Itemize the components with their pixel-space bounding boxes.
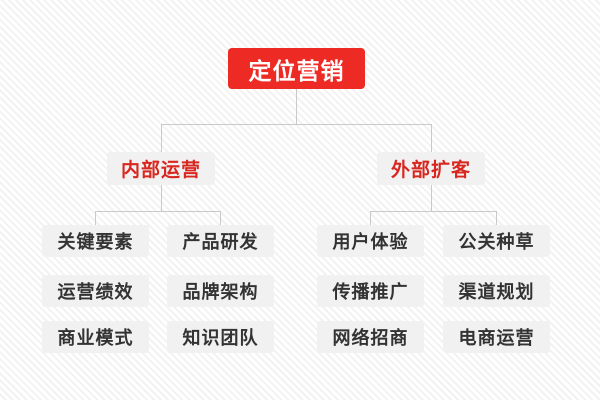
branch-node-internal-operations[interactable]: 内部运营 [107,152,215,185]
connector-branch-internal-bus [95,211,221,212]
leaf-node[interactable]: 知识团队 [167,321,274,353]
connector-root-drop-right [431,124,432,152]
leaf-node[interactable]: 传播推广 [317,275,424,307]
leaf-node[interactable]: 商业模式 [42,321,149,353]
connector-branch-internal-stem [161,185,162,211]
leaf-node[interactable]: 运营绩效 [42,275,149,307]
leaf-node[interactable]: 渠道规划 [443,275,550,307]
connector-branch-internal-drop-left [95,211,96,225]
connector-root-stem [296,89,297,124]
connector-branch-external-bus [370,211,497,212]
leaf-node[interactable]: 产品研发 [167,225,274,257]
leaf-node[interactable]: 关键要素 [42,225,149,257]
root-node[interactable]: 定位营销 [228,48,365,89]
connector-branch-external-stem [431,185,432,211]
connector-branch-internal-drop-right [220,211,221,225]
connector-branch-external-drop-left [370,211,371,225]
leaf-node[interactable]: 电商运营 [443,321,550,353]
leaf-node[interactable]: 公关种草 [443,225,550,257]
leaf-node[interactable]: 品牌架构 [167,275,274,307]
connector-branch-external-drop-right [496,211,497,225]
connector-root-drop-left [161,124,162,152]
leaf-node[interactable]: 用户体验 [317,225,424,257]
branch-node-external-acquisition[interactable]: 外部扩客 [377,152,485,185]
leaf-node[interactable]: 网络招商 [317,321,424,353]
connector-root-bus [161,124,432,125]
